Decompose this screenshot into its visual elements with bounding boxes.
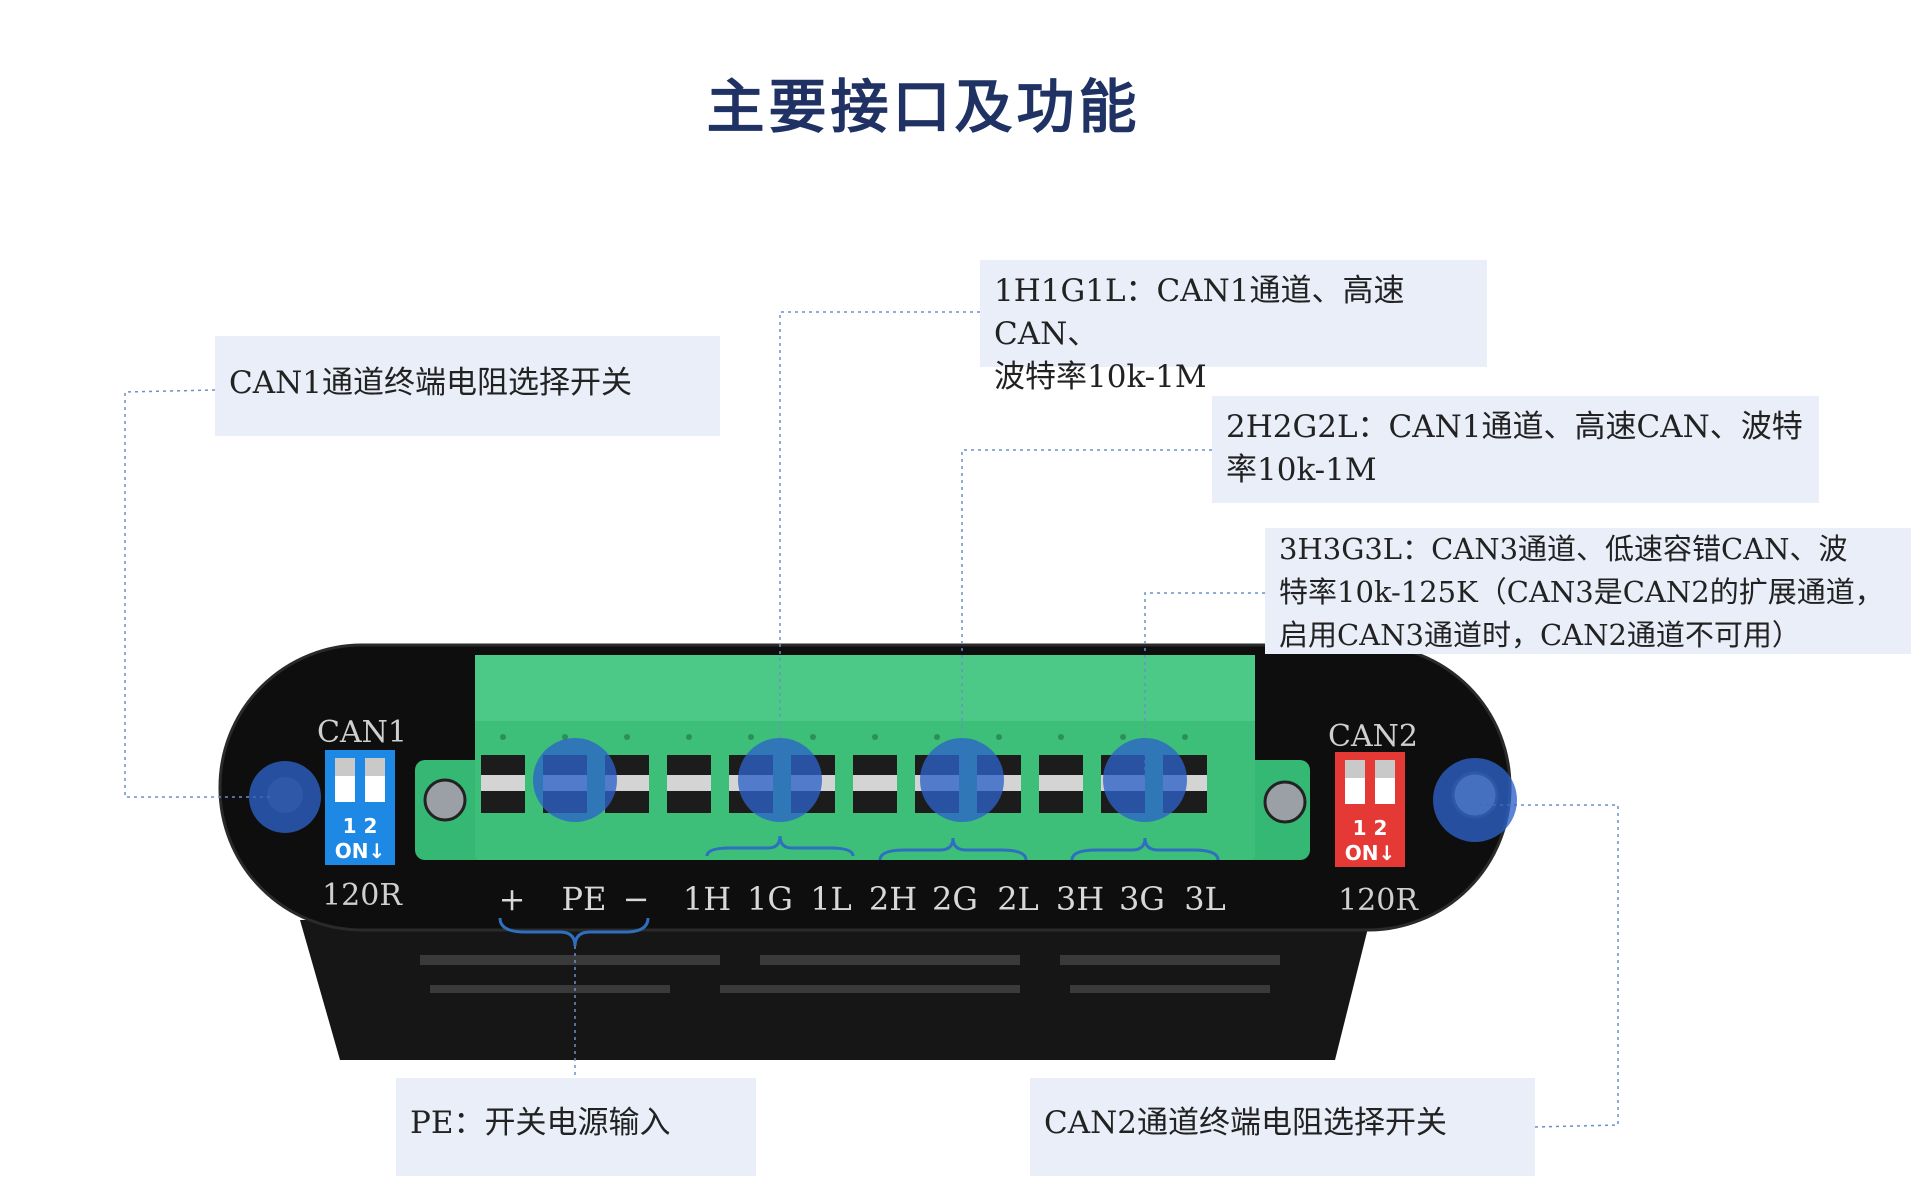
brace-ch1 [705,835,855,857]
marker-can2 [1433,758,1517,842]
callout-ch1-line1: 1H1G1L：CAN1通道、高速CAN、 [994,273,1405,352]
marker-1g [533,738,617,822]
dip-can1-resistor: 120R [322,878,403,913]
pin-label-: + [499,880,526,918]
callout-pe-text: PE：开关电源输入 [410,1105,671,1141]
leader-ch1 [779,311,980,780]
marker-ch2 [920,738,1004,822]
pin-label-3L: 3L [1184,880,1226,918]
callout-can1-text: CAN1通道终端电阻选择开关 [229,365,632,401]
pin-label-PE: PE [562,880,607,918]
callout-ch1-line2: 波特率10k-1M [994,359,1207,395]
pin-labels: + PE−1H 1G 1L 2H 2G 2L 3H 3G 3L [499,880,1226,918]
callout-ch3-line1: 3H3G3L：CAN3通道、低速容错CAN、波 [1279,532,1848,566]
leader-ch2 [961,449,1212,780]
pin-label-3H: 3H [1056,880,1104,918]
dip-can1-label: CAN1 [317,715,407,750]
terminal-slot [1039,734,1083,813]
brace-ch2 [878,837,1028,861]
callout-ch3-line2: 特率10k-125K（CAN3是CAN2的扩展通道， [1279,575,1884,609]
leader-can1 [124,389,272,798]
dip-switch-can2: 1 2 ON↓ [1335,752,1405,867]
dip-can2-label: CAN2 [1328,719,1418,754]
marker-ch1 [738,738,822,822]
callout-ch2-line1: 2H2G2L：CAN1通道、高速CAN、波特 [1226,409,1803,445]
dip-can1-nums: 1 2 [343,814,378,838]
callout-can2-text: CAN2通道终端电阻选择开关 [1044,1105,1447,1141]
page-title: 主要接口及功能 [706,73,1141,141]
terminal-block [415,655,1310,860]
pin-label-2H: 2H [869,880,917,918]
pin-label-3G: 3G [1119,880,1165,918]
pin-label-2L: 2L [997,880,1039,918]
callout-ch3: 3H3G3L：CAN3通道、低速容错CAN、波 特率10k-125K（CAN3是… [1265,528,1911,654]
pin-label-2G: 2G [932,880,978,918]
pin-label-1G: 1G [747,880,793,918]
pin-label-1L: 1L [810,880,852,918]
leader-ch3 [1144,592,1265,780]
dip-can2-on: ON↓ [1345,841,1396,865]
marker-ch3 [1103,738,1187,822]
callout-ch1: 1H1G1L：CAN1通道、高速CAN、 波特率10k-1M [980,260,1487,395]
callout-can2-switch: CAN2通道终端电阻选择开关 [1030,1078,1535,1176]
callout-pe: PE：开关电源输入 [396,1078,756,1176]
dip-can2-nums: 1 2 [1353,816,1388,840]
terminal-slot [481,734,525,813]
marker-can1 [249,761,321,833]
terminal-slot [853,734,897,813]
dip-switch-can1: 1 2 ON↓ [325,750,395,865]
flange-screw-right [1263,780,1307,824]
dip-can1-on: ON↓ [335,839,386,863]
brace-ch3 [1070,837,1220,861]
dip-can2-resistor: 120R [1338,883,1419,918]
callout-ch2: 2H2G2L：CAN1通道、高速CAN、波特 率10k-1M [1212,396,1819,503]
callout-ch2-line2: 率10k-1M [1226,452,1377,488]
pin-label-1H: 1H [683,880,731,918]
pin-label-: − [623,880,650,918]
flange-screw-left [423,778,467,822]
callout-can1-switch: CAN1通道终端电阻选择开关 [215,336,720,436]
callout-ch3-line3: 启用CAN3通道时，CAN2通道不可用） [1279,618,1801,652]
terminal-slot [667,734,711,813]
device-bottom-print [420,955,1280,993]
